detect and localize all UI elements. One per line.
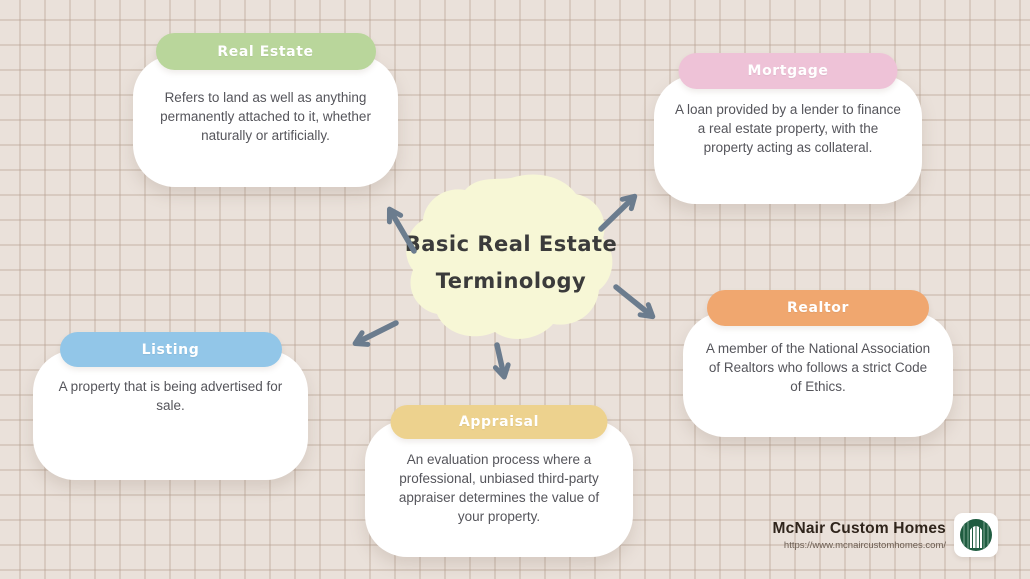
node-real-estate: Real Estate Refers to land as well as an… [133, 33, 398, 187]
node-listing-card [33, 350, 308, 480]
node-appraisal-label: Appraisal [458, 414, 539, 430]
footer-text: McNair Custom Homes https://www.mcnaircu… [773, 520, 946, 551]
arrow-to-appraisal-icon [492, 342, 511, 380]
central-topic-blob: Basic Real Estate Terminology [403, 168, 619, 348]
node-real-estate-card [133, 55, 398, 187]
node-mortgage-pill: Mortgage [678, 53, 898, 89]
node-listing-description: A property that is being advertised for … [58, 379, 283, 413]
company-url: https://www.mcnaircustomhomes.com/ [783, 539, 946, 551]
node-realtor-label: Realtor [787, 300, 849, 316]
node-listing: Listing A property that is being adverti… [33, 332, 308, 480]
node-mortgage: Mortgage A loan provided by a lender to … [654, 53, 922, 204]
node-realtor-pill: Realtor [707, 290, 929, 326]
footer-branding: McNair Custom Homes https://www.mcnaircu… [773, 513, 998, 557]
node-mortgage-description: A loan provided by a lender to finance a… [675, 102, 901, 155]
company-name: McNair Custom Homes [772, 519, 946, 537]
node-realtor-card [683, 312, 953, 437]
node-appraisal-card [365, 420, 633, 557]
node-mortgage-label: Mortgage [747, 63, 829, 79]
node-listing-pill: Listing [59, 332, 282, 367]
company-logo-box [954, 513, 998, 557]
blob-shape [406, 174, 613, 339]
node-appraisal-description: An evaluation process where a profession… [398, 452, 600, 524]
node-real-estate-description: Refers to land as well as anything perma… [160, 90, 371, 143]
node-mortgage-card [654, 75, 922, 204]
arrow-to-listing-icon [352, 320, 399, 347]
company-logo-icon [960, 519, 992, 551]
node-real-estate-pill: Real Estate [155, 33, 376, 70]
arrow-to-realtor-icon [613, 284, 656, 320]
node-listing-label: Listing [141, 341, 200, 358]
node-appraisal-pill: Appraisal [390, 405, 608, 439]
node-appraisal: Appraisal An evaluation process where a … [365, 405, 633, 557]
node-realtor: Realtor A member of the National Associa… [683, 290, 953, 437]
diagram-title: Basic Real Estate Terminology [403, 226, 619, 300]
node-realtor-description: A member of the National Association of … [705, 341, 931, 394]
node-real-estate-label: Real Estate [217, 43, 314, 60]
diagram-title-line2: Terminology [435, 269, 587, 293]
diagram-title-line1: Basic Real Estate [404, 232, 618, 256]
